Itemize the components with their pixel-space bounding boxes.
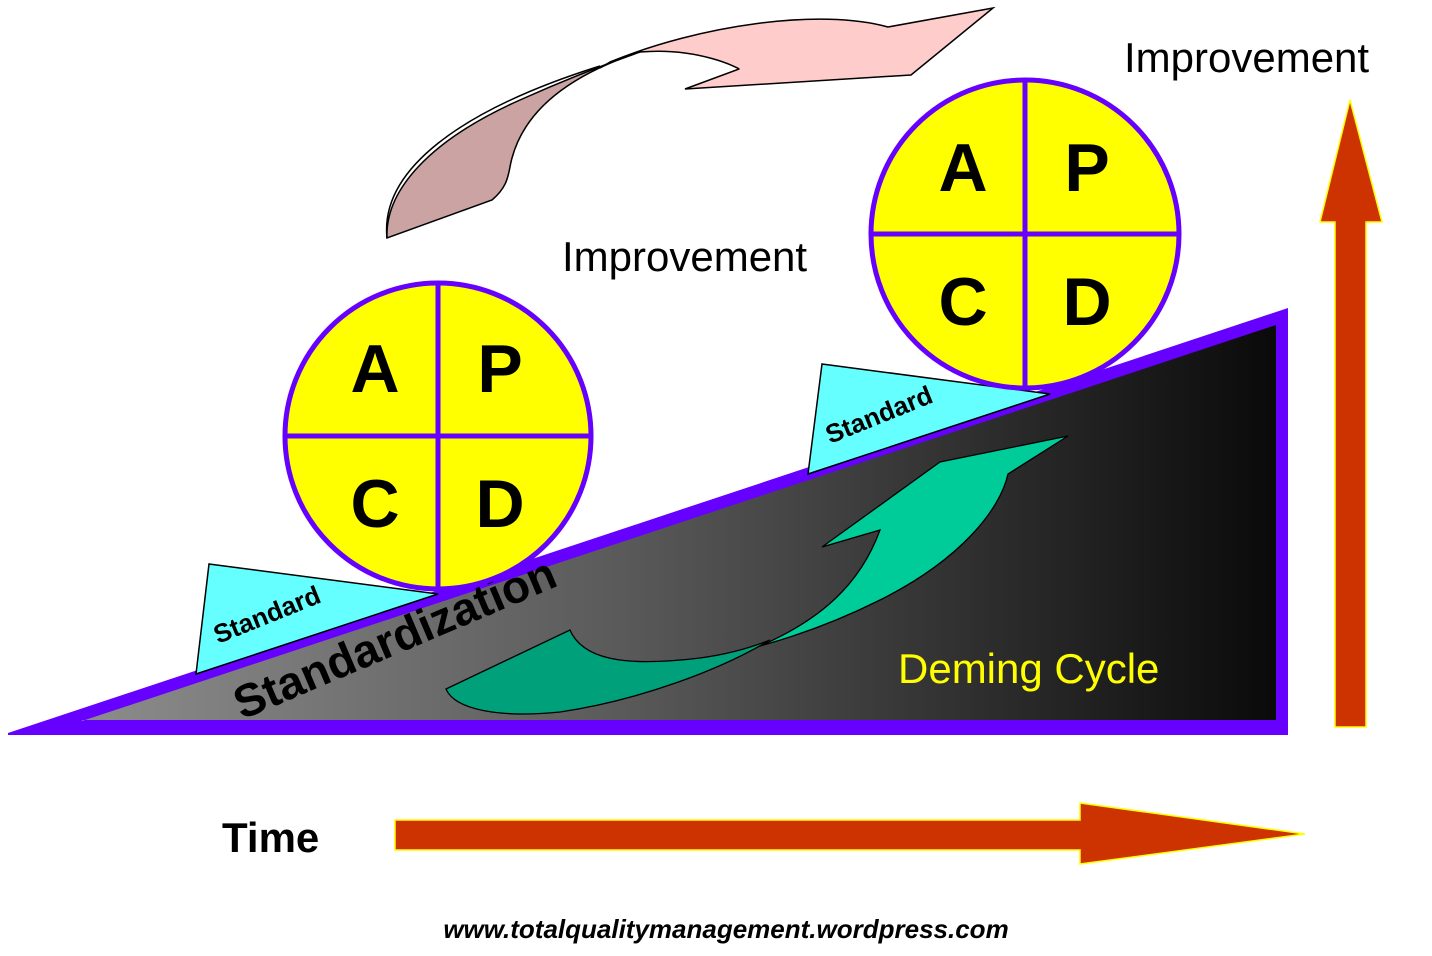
- quadrant-do: D: [1062, 264, 1111, 340]
- deming-cycle-label: Deming Cycle: [898, 645, 1159, 692]
- quadrant-act: A: [350, 331, 399, 407]
- quadrant-act: A: [938, 130, 987, 206]
- curved-arrow-icon: [445, 435, 1069, 715]
- curved-arrow-icon: [385, 6, 996, 240]
- arrow-up-icon: [1319, 99, 1383, 728]
- pdca-cycle-lower: A P C D: [282, 280, 594, 592]
- quadrant-check: C: [938, 264, 987, 340]
- ramp-arrow-light-part: [759, 435, 1069, 647]
- quadrant-plan: P: [1064, 130, 1109, 206]
- pdca-cycle-upper: A P C D: [868, 77, 1182, 391]
- quadrant-plan: P: [477, 331, 522, 407]
- standard-wedge-lower: Standard: [195, 563, 439, 676]
- improvement-label-middle: Improvement: [562, 233, 807, 280]
- quadrant-check: C: [350, 466, 399, 542]
- source-url: www.totalqualitymanagement.wordpress.com: [443, 914, 1008, 944]
- quadrant-do: D: [475, 466, 524, 542]
- ramp-body: [82, 325, 1276, 721]
- top-arrow-dark-part: [386, 51, 641, 240]
- improvement-label-top: Improvement: [1124, 34, 1369, 81]
- time-label: Time: [222, 814, 319, 861]
- top-arrow-light-part: [599, 6, 996, 90]
- standard-wedge-upper: Standard: [807, 363, 1051, 476]
- ramp-arrow-dark-part: [445, 629, 771, 715]
- arrow-right-icon: [394, 802, 1306, 865]
